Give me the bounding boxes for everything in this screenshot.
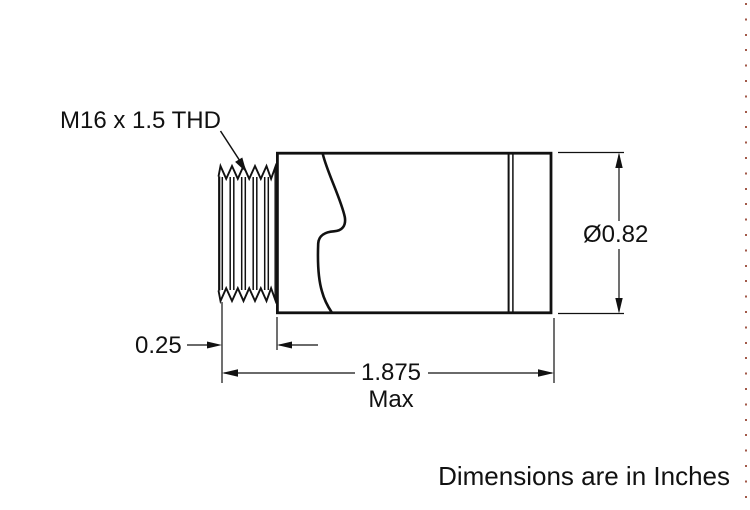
thread-length-value: 0.25 [135, 332, 182, 359]
leader-arrowhead-icon [235, 157, 247, 173]
overall-length-qualifier: Max [368, 386, 414, 413]
mold-parting-line [316, 153, 347, 314]
thread-leader-arrow [219, 130, 247, 173]
overall-length-number: 1.875 [360, 359, 422, 386]
thread-crest-top [217, 162, 278, 182]
body-outline [275, 151, 553, 315]
arrowhead-down-icon [615, 298, 623, 314]
thread-flank-lines [221, 167, 276, 300]
end-groove-lines [507, 154, 514, 312]
thread-crest-bottom [217, 285, 278, 305]
thread-spec-label: M16 x 1.5 THD [60, 107, 221, 134]
page-edge-dots [745, 3, 747, 506]
thread-section [217, 162, 278, 305]
arrowhead-left-icon [277, 341, 292, 349]
arrowhead-up-icon [615, 152, 623, 168]
units-note: Dimensions are in Inches [438, 461, 730, 491]
overall-length-dimension [221, 302, 555, 383]
thread-length-dimension [187, 317, 318, 350]
arrowhead-right-icon [538, 369, 554, 377]
overall-length-value: 1.875 Max [361, 361, 421, 412]
diameter-dimension [558, 151, 624, 315]
diameter-value: Ø0.82 [583, 221, 649, 248]
arrowhead-left-icon [222, 369, 238, 377]
arrowhead-right-icon [207, 341, 222, 349]
